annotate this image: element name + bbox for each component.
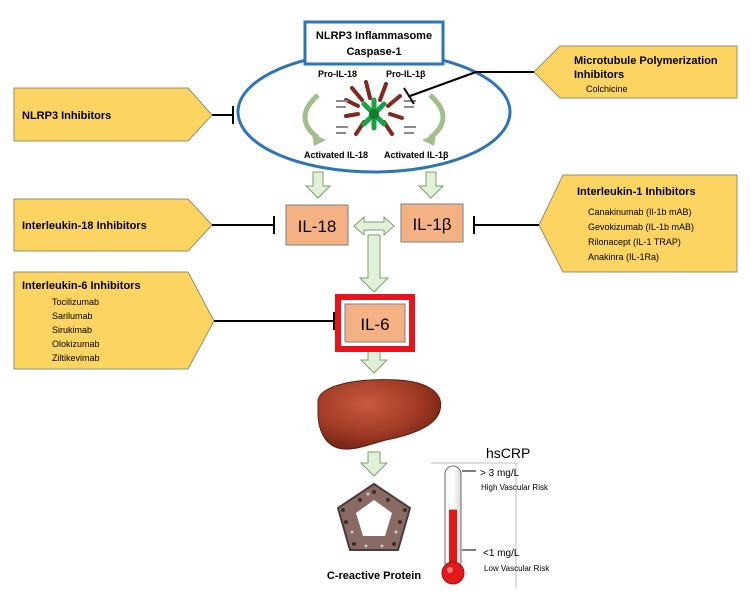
inflammasome-complex-icon — [336, 80, 416, 136]
il18-inhibitors-callout — [13, 198, 213, 252]
inflammasome-cycle-arrows — [302, 93, 446, 146]
arrow-to-liver — [359, 348, 389, 374]
il6-drug: Ziltikevimab — [52, 353, 100, 363]
hscrp-high-value: > 3 mg/L — [480, 468, 520, 479]
hscrp-high-label: High Vascular Risk — [481, 483, 549, 492]
activated-il1b-label: Activated IL-1β — [384, 150, 449, 160]
liver-icon — [317, 379, 442, 450]
inflammasome-title-line2: Caspase-1 — [346, 46, 401, 58]
nlrp3-inhibitors-callout — [13, 87, 213, 142]
il6-box — [344, 303, 406, 343]
il6-label: IL-6 — [360, 315, 389, 334]
colchicine-inhibition-bar — [403, 87, 415, 105]
colchicine-inhibition-line — [409, 71, 477, 97]
il6-drug: Olokizumab — [52, 339, 100, 349]
inflammasome-title-box — [303, 20, 445, 66]
il6-inhibitors-callout — [13, 271, 215, 370]
pro-il18-label: Pro-IL-18 — [318, 69, 357, 79]
il18-inhibitors-title: Interleukin-18 Inhibitors — [22, 220, 147, 232]
arrow-to-il1b — [417, 171, 445, 199]
il6-drug: Sarilumab — [52, 311, 93, 321]
arrow-to-il18 — [304, 171, 332, 199]
nlrp3-inhibitors-title: NLRP3 Inhibitors — [22, 110, 111, 122]
microtubule-inhibitors-callout — [533, 45, 738, 99]
il1b-box — [400, 203, 464, 243]
il1-drug: Canakinumab (Il-1b mAB) — [588, 207, 692, 217]
il1-inhibitors-callout — [538, 174, 738, 273]
inflammasome-title-line1: NLRP3 Inflammasome — [316, 30, 432, 42]
microtubule-drug: Colchicine — [586, 84, 628, 94]
il6-drug: Tocilizumab — [52, 297, 99, 307]
il1b-label: IL-1β — [412, 215, 451, 234]
crp-label: C-reactive Protein — [327, 570, 421, 582]
il1-drug: Rilonacept (IL-1 TRAP) — [588, 237, 681, 247]
thermometer-icon — [441, 465, 465, 585]
il6-inhibitors-title: Interleukin-6 Inhibitors — [22, 280, 141, 292]
il1-drug: Anakinra (IL-1Ra) — [588, 252, 659, 262]
il1-drug: Gevokizumab (IL-1b mAB) — [588, 222, 694, 232]
hscrp-title: hsCRP — [486, 445, 530, 461]
hscrp-low-value: <1 mg/L — [483, 548, 520, 559]
hscrp-low-label: Low Vascular Risk — [484, 564, 550, 573]
microtubule-title-line2: Inhibitors — [574, 69, 624, 81]
activated-il18-label: Activated IL-18 — [304, 150, 368, 160]
il6-drug: Sirukimab — [52, 325, 92, 335]
arrow-to-il6 — [358, 234, 390, 293]
arrow-il18-il1b-bidirectional — [353, 215, 395, 237]
microtubule-title-line1: Microtubule Polymerization — [574, 55, 718, 67]
il18-box — [285, 204, 349, 246]
crp-molecule-icon — [336, 482, 412, 551]
il1-inhibitors-title: Interleukin-1 Inhibitors — [577, 186, 696, 198]
il18-label: IL-18 — [298, 217, 337, 236]
pro-il1b-label: Pro-IL-1β — [386, 69, 426, 79]
arrow-to-crp — [359, 451, 389, 477]
